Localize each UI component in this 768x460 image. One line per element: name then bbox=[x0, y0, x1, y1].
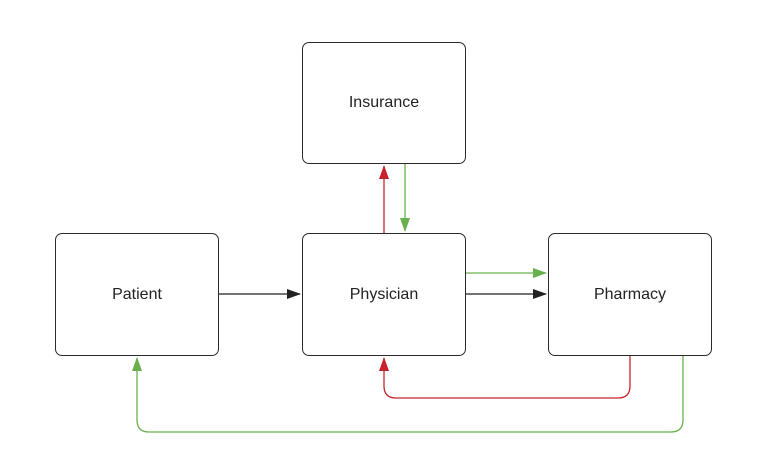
edge-pharmacy-to-patient bbox=[132, 356, 684, 433]
patient-node: Patient bbox=[55, 233, 219, 356]
edge-pharmacy-to-physician bbox=[379, 356, 631, 399]
insurance-label: Insurance bbox=[348, 94, 420, 111]
pharmacy-label: Pharmacy bbox=[593, 285, 667, 303]
physician-label: Physician bbox=[349, 285, 419, 303]
physician-node: Physician bbox=[302, 233, 466, 356]
pharmacy-node: Pharmacy bbox=[548, 233, 712, 356]
insurance-node: Insurance bbox=[302, 42, 466, 164]
patient-label: Patient bbox=[112, 285, 162, 303]
